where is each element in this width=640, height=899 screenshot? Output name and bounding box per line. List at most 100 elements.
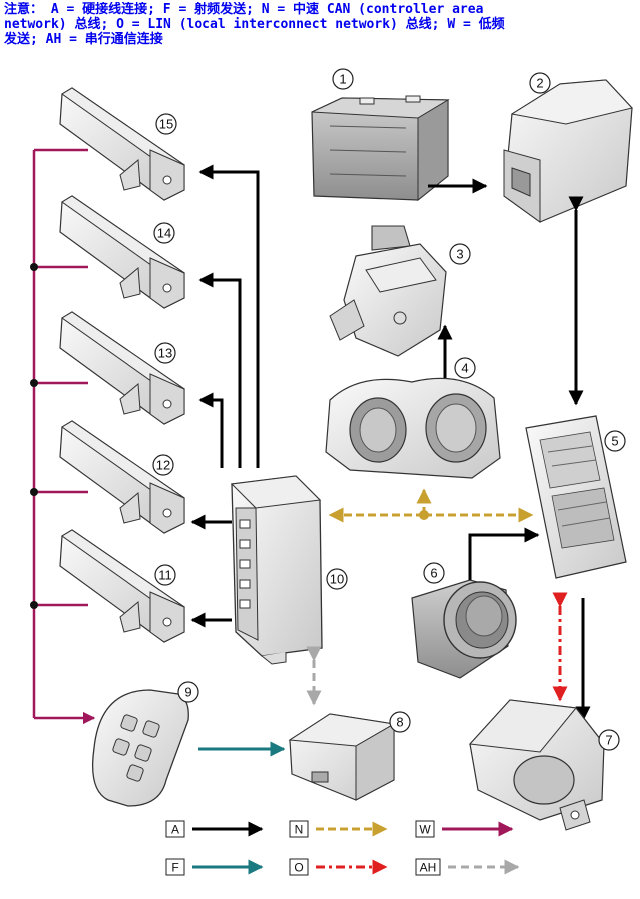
badge-circle bbox=[177, 681, 199, 703]
badge-circle bbox=[153, 222, 175, 244]
keyless-control-module-icon bbox=[230, 475, 323, 665]
badge-number: 4 bbox=[461, 361, 468, 376]
number-badge-13: 13 bbox=[154, 342, 176, 364]
legend-item-n: N bbox=[289, 820, 388, 838]
badge-number: 6 bbox=[430, 566, 437, 581]
antenna-icon bbox=[59, 529, 185, 643]
receiver-module bbox=[468, 699, 605, 831]
w-bus-junctions bbox=[30, 263, 38, 609]
legend-code-box bbox=[415, 820, 435, 838]
legend-code-box bbox=[165, 820, 185, 838]
keyless-control-module bbox=[230, 475, 323, 665]
n-bus-lines bbox=[328, 488, 534, 523]
badge-number: 8 bbox=[396, 715, 403, 730]
number-badge-1: 1 bbox=[332, 68, 354, 90]
badge-number: 10 bbox=[330, 572, 344, 587]
number-badge-14: 14 bbox=[153, 222, 175, 244]
legend-code-box bbox=[165, 858, 185, 876]
module-housing-icon bbox=[503, 79, 633, 223]
module-housing bbox=[503, 79, 633, 223]
badge-circle bbox=[604, 430, 626, 452]
badge-number: 11 bbox=[158, 568, 172, 583]
number-badge-11: 11 bbox=[154, 564, 176, 586]
legend-item-o: O bbox=[289, 858, 388, 876]
number-badge-9: 9 bbox=[177, 681, 199, 703]
legend-code: A bbox=[171, 823, 179, 837]
legend-code: F bbox=[171, 861, 178, 875]
badge-circle bbox=[332, 68, 354, 90]
note-line-1: 注意： A = 硬接线连接; F = 射频发送; N = 中速 CAN (con… bbox=[4, 2, 484, 17]
start-stop-button bbox=[411, 579, 517, 679]
number-badge-6: 6 bbox=[423, 562, 445, 584]
a-lines-to-antennas bbox=[190, 164, 260, 628]
badge-number: 5 bbox=[611, 434, 618, 449]
fuse-box-icon bbox=[525, 415, 627, 579]
antenna-11 bbox=[59, 529, 185, 643]
badge-number: 2 bbox=[536, 76, 543, 91]
badge-number: 3 bbox=[456, 247, 463, 262]
legend-code-box bbox=[289, 858, 309, 876]
instrument-cluster-icon bbox=[325, 377, 501, 479]
badge-circle bbox=[155, 113, 177, 135]
antenna-13 bbox=[59, 311, 185, 425]
number-badge-5: 5 bbox=[604, 430, 626, 452]
rf-receiver-icon bbox=[288, 713, 396, 801]
badge-circle bbox=[449, 243, 471, 265]
instrument-cluster bbox=[325, 377, 501, 479]
start-stop-button-icon bbox=[411, 579, 517, 679]
badge-number: 15 bbox=[159, 117, 173, 132]
badge-number: 1 bbox=[339, 72, 346, 87]
legend: A N W F O AH bbox=[165, 820, 520, 876]
antenna-12 bbox=[59, 420, 185, 534]
legend-code-box bbox=[415, 858, 441, 876]
n-bus-junction bbox=[419, 510, 429, 520]
badge-circle bbox=[326, 568, 348, 590]
number-badge-2: 2 bbox=[529, 72, 551, 94]
legend-code-box bbox=[289, 820, 309, 838]
badge-circle bbox=[389, 711, 411, 733]
antenna-14 bbox=[59, 195, 185, 309]
badge-number: 13 bbox=[158, 346, 172, 361]
badge-circle bbox=[598, 729, 620, 751]
badge-circle bbox=[152, 454, 174, 476]
start-button-to-fuse-box-arrow bbox=[468, 527, 540, 580]
antenna-icon bbox=[59, 420, 185, 534]
steering-column-lock bbox=[329, 225, 447, 357]
legend-code: AH bbox=[420, 861, 437, 875]
battery-icon bbox=[311, 95, 450, 202]
number-badge-4: 4 bbox=[454, 357, 476, 379]
badge-number: 9 bbox=[184, 685, 191, 700]
badge-circle bbox=[529, 72, 551, 94]
badge-circle bbox=[154, 342, 176, 364]
legend-code: W bbox=[419, 823, 431, 837]
badge-number: 12 bbox=[156, 458, 170, 473]
legend-code: N bbox=[295, 823, 304, 837]
legend-item-ah: AH bbox=[415, 858, 520, 876]
badge-circle bbox=[423, 562, 445, 584]
number-badge-15: 15 bbox=[155, 113, 177, 135]
legend-item-w: W bbox=[415, 820, 514, 838]
smart-key-icon bbox=[91, 689, 189, 807]
smart-key bbox=[91, 689, 189, 807]
antenna-icon bbox=[59, 87, 185, 201]
badge-number: 14 bbox=[157, 226, 171, 241]
antenna-15 bbox=[59, 87, 185, 201]
legend-code: O bbox=[294, 861, 303, 875]
battery bbox=[311, 95, 450, 202]
badge-circle bbox=[154, 564, 176, 586]
badge-circle bbox=[454, 357, 476, 379]
legend-item-a: A bbox=[165, 820, 264, 838]
steering-column-lock-icon bbox=[329, 225, 447, 357]
rf-receiver bbox=[288, 713, 396, 801]
receiver-module-icon bbox=[468, 699, 605, 831]
number-badge-3: 3 bbox=[449, 243, 471, 265]
number-badge-12: 12 bbox=[152, 454, 174, 476]
note-text: 注意： A = 硬接线连接; F = 射频发送; N = 中速 CAN (con… bbox=[4, 2, 636, 47]
note-line-3: 发送; AH = 串行通信连接 bbox=[4, 32, 163, 47]
number-badge-7: 7 bbox=[598, 729, 620, 751]
number-badge-8: 8 bbox=[389, 711, 411, 733]
legend-item-f: F bbox=[165, 858, 264, 876]
